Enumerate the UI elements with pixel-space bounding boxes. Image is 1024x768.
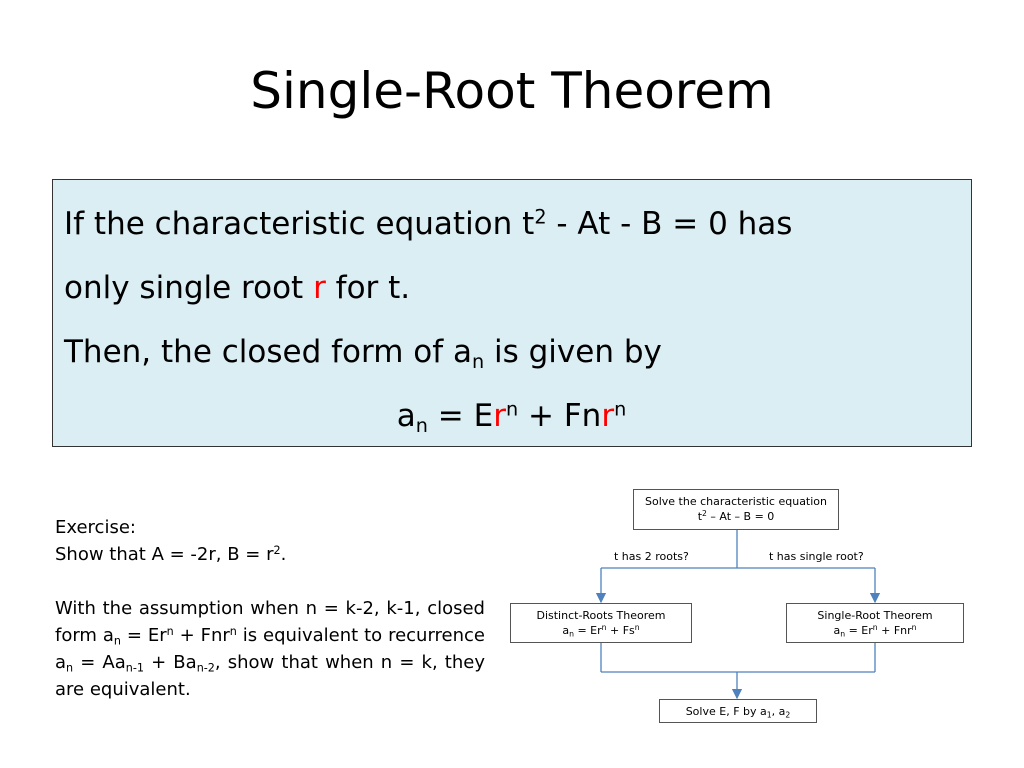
flow-label-two-roots: t has 2 roots?: [612, 550, 691, 564]
flow-box-characteristic: Solve the characteristic equation t2 – A…: [633, 489, 839, 530]
flow-box-distinct-roots: Distinct-Roots Theorem an = Ern + Fsn: [510, 603, 692, 643]
slide-title: Single-Root Theorem: [250, 62, 774, 120]
exercise-paragraph: With the assumption when n = k-2, k-1, c…: [55, 598, 485, 700]
theorem-line-3: Then, the closed form of an is given by: [64, 334, 662, 373]
exercise-show-line: Show that A = -2r, B = r2.: [55, 543, 287, 565]
flowchart-connectors: [595, 529, 881, 700]
theorem-line-1: If the characteristic equation t2 - At -…: [64, 205, 793, 242]
flow-box-solve-ef: Solve E, F by a1, a2: [659, 699, 817, 723]
flow-box-single-root: Single-Root Theorem an = Ern + Fnrn: [786, 603, 964, 643]
exercise-text: Exercise: Show that A = -2r, B = r2. Wit…: [55, 514, 485, 703]
exercise-heading: Exercise:: [55, 517, 136, 538]
theorem-line-2: only single root r for t.: [64, 270, 411, 306]
flow-label-single-root: t has single root?: [767, 550, 866, 564]
theorem-box: If the characteristic equation t2 - At -…: [52, 179, 972, 447]
root-r: r: [313, 270, 326, 306]
closed-form-formula: an = Ern + Fnrn: [396, 397, 627, 437]
